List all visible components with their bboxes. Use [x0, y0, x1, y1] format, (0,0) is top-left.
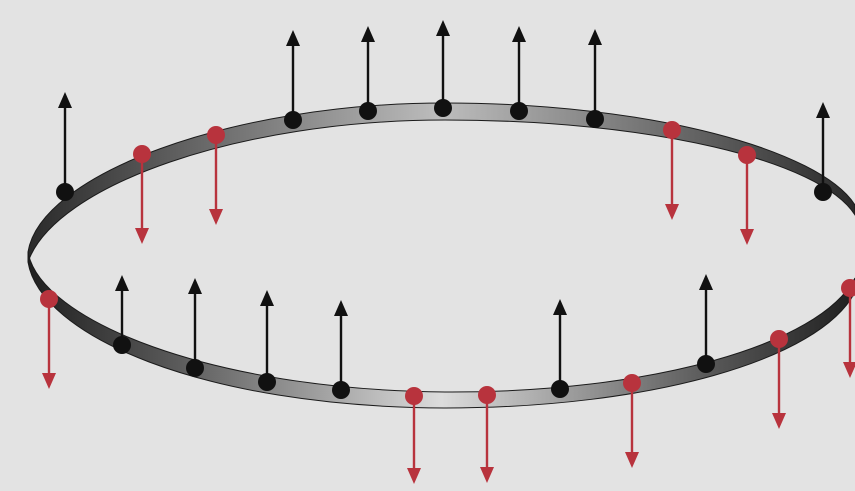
down-arrow-marker-8-head [625, 452, 639, 468]
up-arrow-marker-1-dot [56, 183, 74, 201]
up-arrow-marker-2-head [286, 30, 300, 46]
up-arrow-marker-11-head [334, 300, 348, 316]
down-arrow-marker-10 [841, 279, 855, 378]
up-arrow-marker-3 [359, 26, 377, 120]
up-arrow-marker-8-dot [113, 336, 131, 354]
down-arrow-marker-1 [133, 145, 151, 244]
up-arrow-marker-9-head [188, 278, 202, 294]
up-arrow-marker-10-head [260, 290, 274, 306]
down-arrow-marker-8-dot [623, 374, 641, 392]
down-arrow-marker-5-head [42, 373, 56, 389]
down-arrow-marker-3-dot [663, 121, 681, 139]
up-arrow-marker-6-head [588, 29, 602, 45]
down-arrow-marker-7-dot [478, 386, 496, 404]
up-arrow-marker-7 [814, 102, 832, 201]
down-arrow-marker-10-dot [841, 279, 855, 297]
up-arrow-marker-10-dot [258, 373, 276, 391]
up-arrow-marker-11 [332, 300, 350, 399]
up-arrow-marker-2-dot [284, 111, 302, 129]
up-arrow-marker-13 [697, 274, 715, 373]
up-arrow-marker-8 [113, 275, 131, 354]
up-arrow-marker-6-dot [586, 110, 604, 128]
down-arrow-marker-6-dot [405, 387, 423, 405]
up-arrow-marker-12-dot [551, 380, 569, 398]
up-arrow-marker-4 [434, 20, 452, 117]
down-arrow-marker-9-head [772, 413, 786, 429]
up-arrow-marker-13-dot [697, 355, 715, 373]
up-arrow-marker-2 [284, 30, 302, 129]
down-arrow-marker-4-dot [738, 146, 756, 164]
up-arrow-marker-12 [551, 299, 569, 398]
down-arrow-marker-8 [623, 374, 641, 468]
up-arrow-marker-3-head [361, 26, 375, 42]
up-arrow-marker-8-head [115, 275, 129, 291]
up-arrow-marker-5 [510, 26, 528, 120]
down-arrow-marker-4 [738, 146, 756, 245]
up-arrow-marker-11-dot [332, 381, 350, 399]
up-arrow-marker-7-head [816, 102, 830, 118]
up-arrow-marker-5-dot [510, 102, 528, 120]
up-arrow-marker-3-dot [359, 102, 377, 120]
up-arrow-marker-4-head [436, 20, 450, 36]
up-arrow-marker-9 [186, 278, 204, 377]
down-arrow-marker-1-dot [133, 145, 151, 163]
down-arrow-marker-1-head [135, 228, 149, 244]
down-arrow-marker-3 [663, 121, 681, 220]
down-arrow-marker-2 [207, 126, 225, 225]
down-arrow-marker-7 [478, 386, 496, 483]
up-arrow-marker-6 [586, 29, 604, 128]
down-arrow-marker-9-dot [770, 330, 788, 348]
ring-band-back [27, 102, 855, 263]
up-arrow-marker-9-dot [186, 359, 204, 377]
down-arrow-marker-7-head [480, 467, 494, 483]
up-arrow-marker-13-head [699, 274, 713, 290]
down-arrow-marker-2-dot [207, 126, 225, 144]
down-arrow-marker-2-head [209, 209, 223, 225]
up-arrow-marker-7-dot [814, 183, 832, 201]
down-arrow-marker-4-head [740, 229, 754, 245]
up-arrow-marker-1-head [58, 92, 72, 108]
up-arrow-marker-10 [258, 290, 276, 391]
up-arrow-marker-12-head [553, 299, 567, 315]
down-arrow-marker-9 [770, 330, 788, 429]
ring-band-front [27, 251, 855, 409]
down-arrow-marker-6-head [407, 468, 421, 484]
down-arrow-marker-5-dot [40, 290, 58, 308]
down-arrow-marker-6 [405, 387, 423, 484]
down-arrow-marker-3-head [665, 204, 679, 220]
up-arrow-marker-4-dot [434, 99, 452, 117]
up-arrow-marker-5-head [512, 26, 526, 42]
down-arrow-marker-10-head [843, 362, 855, 378]
up-arrow-marker-1 [56, 92, 74, 201]
down-arrow-marker-5 [40, 290, 58, 389]
